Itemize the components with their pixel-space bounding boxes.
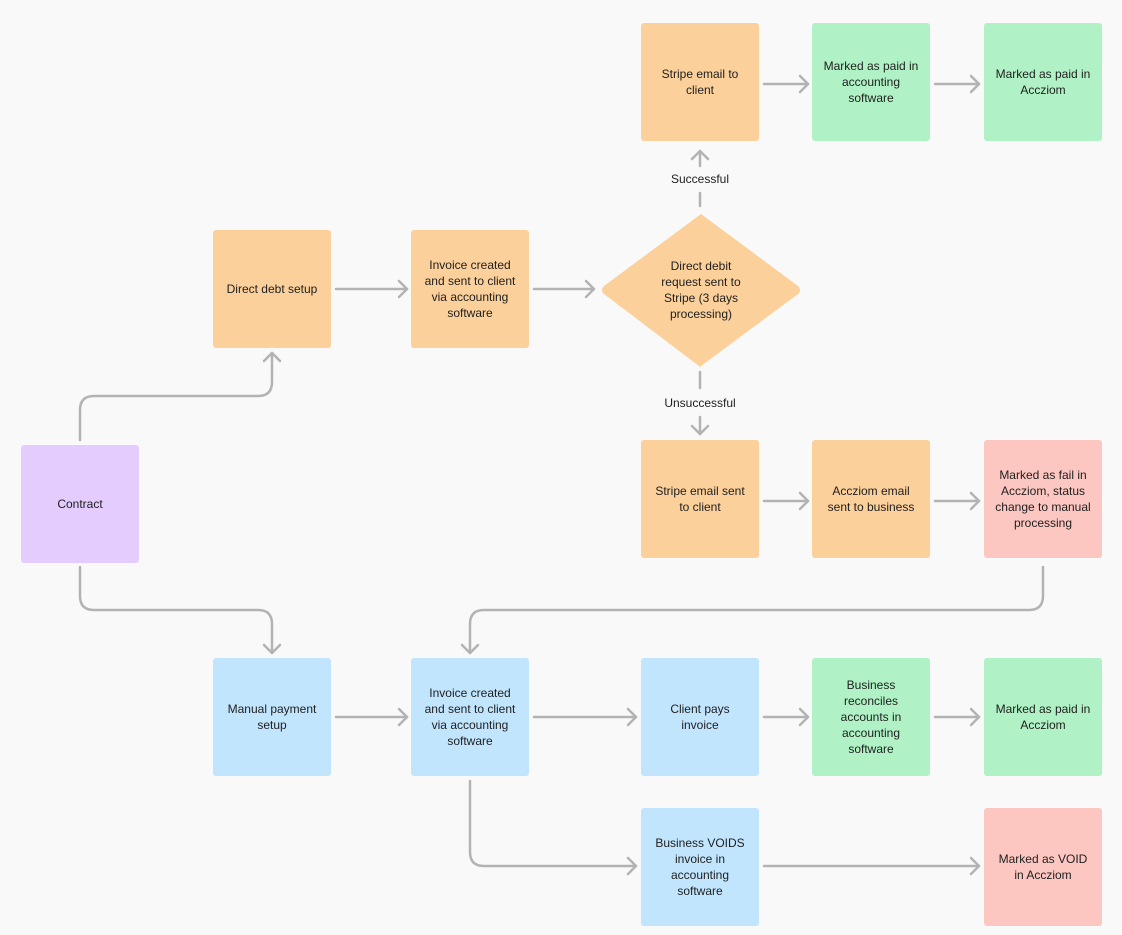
node-marked-fail[interactable]: Marked as fail in Accziom, status change…	[984, 440, 1102, 558]
arrowhead	[626, 856, 638, 876]
arrowhead	[460, 643, 480, 655]
node-invoice-direct-debit[interactable]: Invoice created and sent to client via a…	[411, 230, 529, 348]
node-marked-paid-accziom-2[interactable]: Marked as paid in Accziom	[984, 658, 1102, 776]
connector-marked-fail-to-invoice-manual	[468, 565, 1045, 655]
node-accziom-email-business[interactable]: Accziom email sent to business	[812, 440, 930, 558]
arrowhead	[798, 74, 810, 94]
arrowhead	[397, 707, 409, 727]
arrowhead	[690, 149, 710, 161]
arrowhead	[690, 424, 710, 436]
arrowhead	[798, 491, 810, 511]
connector-invoice-to-business-voids	[468, 779, 638, 868]
node-manual-payment-setup[interactable]: Manual payment setup	[213, 658, 331, 776]
arrowhead	[262, 643, 282, 655]
edge-label-successful: Successful	[668, 171, 732, 187]
node-invoice-manual[interactable]: Invoice created and sent to client via a…	[411, 658, 529, 776]
node-marked-paid-accounting[interactable]: Marked as paid in accounting software	[812, 23, 930, 141]
decision-diamond[interactable]	[600, 212, 802, 368]
arrowhead	[798, 707, 810, 727]
arrowhead	[969, 74, 981, 94]
node-stripe-email-fail[interactable]: Stripe email sent to client	[641, 440, 759, 558]
connector-contract-to-dd-setup	[78, 351, 274, 442]
node-stripe-email-success[interactable]: Stripe email to client	[641, 23, 759, 141]
arrowhead	[969, 707, 981, 727]
dd-request-label: Direct debit request sent to Stripe (3 d…	[661, 259, 741, 321]
connector-contract-to-manual-setup	[78, 565, 274, 655]
node-client-pays[interactable]: Client pays invoice	[641, 658, 759, 776]
edge-label-unsuccessful: Unsuccessful	[662, 395, 738, 411]
arrowhead	[626, 707, 638, 727]
node-direct-debit-setup[interactable]: Direct debt setup	[213, 230, 331, 348]
node-marked-paid-accziom-1[interactable]: Marked as paid in Accziom	[984, 23, 1102, 141]
arrowhead	[969, 491, 981, 511]
arrowhead	[397, 279, 409, 299]
node-business-reconciles[interactable]: Business reconciles accounts in accounti…	[812, 658, 930, 776]
node-business-voids[interactable]: Business VOIDS invoice in accounting sof…	[641, 808, 759, 926]
node-contract[interactable]: Contract	[21, 445, 139, 563]
arrowhead	[262, 351, 282, 363]
arrowhead	[584, 279, 596, 299]
node-marked-void[interactable]: Marked as VOID in Accziom	[984, 808, 1102, 926]
arrowhead	[969, 856, 981, 876]
